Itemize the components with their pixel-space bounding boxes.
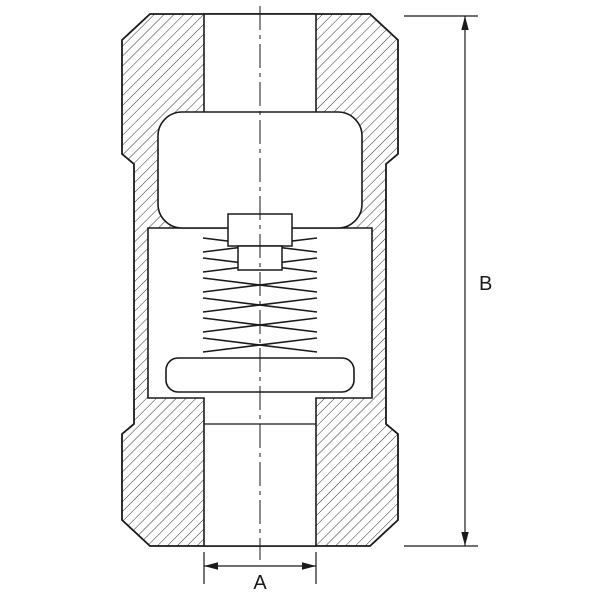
dim-a-arrow-right bbox=[302, 562, 316, 570]
dim-b-arrow-top bbox=[461, 16, 469, 30]
spring-coil-line bbox=[202, 337, 318, 353]
dimension-label-group: B A bbox=[253, 273, 492, 594]
dimension-a bbox=[203, 552, 317, 584]
dim-b-label: B bbox=[479, 273, 492, 295]
dim-a-label: A bbox=[253, 572, 267, 594]
drawing-content: B A bbox=[121, 6, 492, 594]
dim-b-arrow-bottom bbox=[461, 532, 469, 546]
dimension-b bbox=[404, 15, 478, 547]
dim-a-arrow-left bbox=[204, 562, 218, 570]
